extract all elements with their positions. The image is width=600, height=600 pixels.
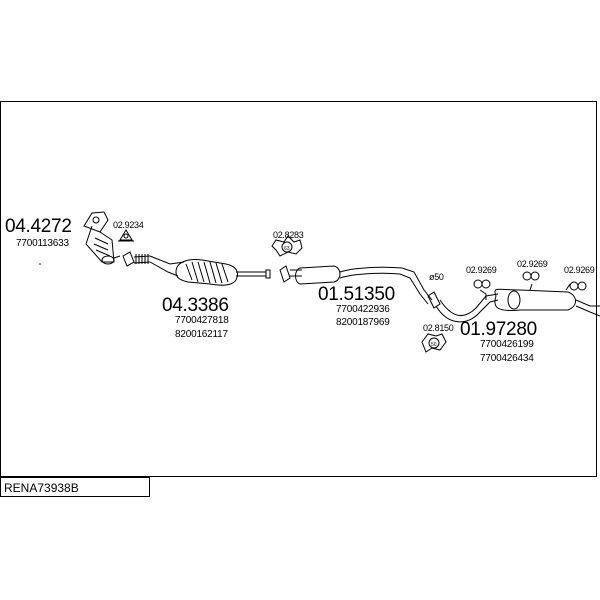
part-code-02-8150: 02.8150 [423, 323, 454, 333]
catalytic-converter-part[interactable] [122, 251, 271, 286]
clamp-02-8283-icon[interactable]: 63 [271, 235, 303, 257]
part-code-04-3386: 04.3386 [162, 295, 229, 316]
clamp-02-8150-icon[interactable]: 50 [421, 333, 447, 353]
marker-dot [39, 263, 41, 265]
oem-number-7700113633: 7700113633 [16, 238, 69, 249]
diameter-note: ø50 [429, 272, 444, 282]
part-code-01-97280: 01.97280 [460, 319, 537, 340]
diagram-frame [0, 101, 597, 477]
part-code-02-9269-c: 02.9269 [564, 265, 595, 275]
front-pipe-part[interactable] [83, 211, 121, 265]
part-code-04-4272: 04.4272 [5, 216, 72, 237]
part-code-02-8283: 02.8283 [273, 230, 304, 240]
part-code-01-51350: 01.51350 [318, 284, 395, 305]
oem-number-7700426434: 7700426434 [480, 353, 534, 364]
clamp-02-9234-icon[interactable] [118, 229, 134, 242]
reference-code: RENA73938B [4, 481, 79, 495]
part-code-02-9269-b: 02.9269 [517, 259, 548, 269]
hanger-02-9269-icon[interactable] [473, 271, 587, 291]
centre-silencer-part[interactable] [279, 265, 433, 305]
part-code-02-9269-a: 02.9269 [466, 265, 497, 275]
oem-number-7700427818: 7700427818 [175, 315, 229, 326]
oem-number-8200187969: 8200187969 [336, 317, 390, 328]
gasket-mark-63: 63 [284, 246, 290, 252]
reference-box: RENA73938B [0, 477, 150, 497]
rear-silencer-part[interactable] [427, 283, 600, 323]
gasket-mark-50: 50 [431, 342, 437, 348]
oem-number-7700422936: 7700422936 [336, 304, 390, 315]
oem-number-7700426199: 7700426199 [480, 339, 534, 350]
part-code-02-9234: 02.9234 [113, 220, 144, 230]
oem-number-8200162117: 8200162117 [175, 329, 228, 340]
